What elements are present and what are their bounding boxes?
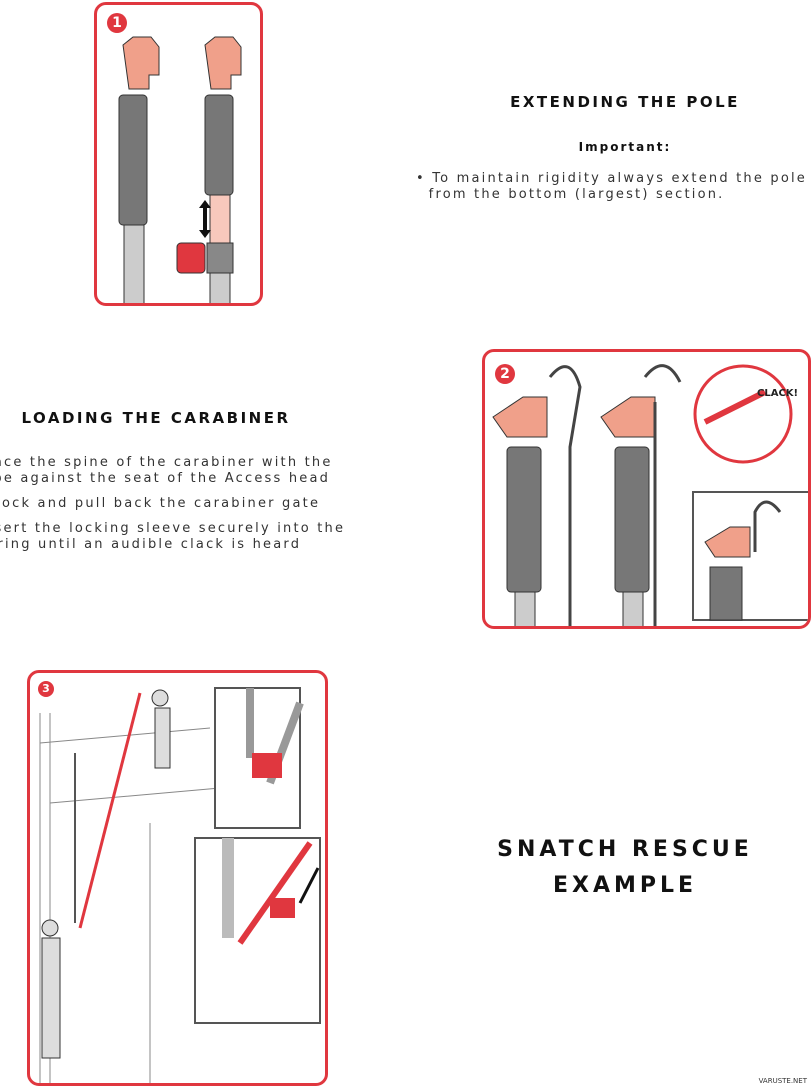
illustration-snatch-rescue: 3 <box>27 670 328 1086</box>
carabiner-illustration <box>492 364 808 626</box>
pole-a <box>492 365 582 626</box>
pole-left <box>118 36 160 303</box>
illustration-loading-carabiner: 2 CLACK! <box>482 349 811 629</box>
extending-bullet: • To maintain rigidity always extend the… <box>416 171 807 202</box>
title-line: EXAMPLE <box>552 873 698 898</box>
loading-item-3: Insert the locking sleeve securely into … <box>0 521 345 553</box>
bullet-text: To maintain rigidity always extend the p… <box>432 171 807 186</box>
step-badge: 3 <box>38 681 54 697</box>
loading-title: LOADING THE CARABINER <box>21 409 291 427</box>
clack-detail <box>693 364 793 464</box>
step-badge: 1 <box>107 13 127 33</box>
pole-right <box>176 36 242 303</box>
extending-title: EXTENDING THE POLE <box>510 93 740 111</box>
clack-callout: CLACK! <box>757 388 799 399</box>
scaffold <box>39 713 221 1083</box>
loading-item-1: Place the spine of the carabiner with th… <box>0 455 333 487</box>
item-text: spring until an audible clack is heard <box>0 537 302 552</box>
title-line: SNATCH RESCUE <box>497 837 753 862</box>
item-text: Insert the locking sleeve securely into … <box>0 521 346 536</box>
important-label: Important: <box>578 140 672 154</box>
item-text: Unlock and pull back the carabiner gate <box>0 496 321 511</box>
item-text: rope against the seat of the Access head <box>0 471 331 486</box>
pole-illustration <box>118 36 242 303</box>
snatch-rescue-title: SNATCH RESCUE EXAMPLE <box>440 832 810 904</box>
rescue-illustration <box>39 687 321 1083</box>
bullet-text-cont: from the bottom (largest) section. <box>428 187 725 202</box>
step-badge: 2 <box>495 364 515 384</box>
loading-item-2: Unlock and pull back the carabiner gate <box>0 496 320 512</box>
pole-b <box>600 364 682 626</box>
item-text: Place the spine of the carabiner with th… <box>0 455 333 470</box>
watermark: VARUSTE.NET <box>758 1077 807 1085</box>
illustration-extending-pole: 1 <box>94 2 263 306</box>
